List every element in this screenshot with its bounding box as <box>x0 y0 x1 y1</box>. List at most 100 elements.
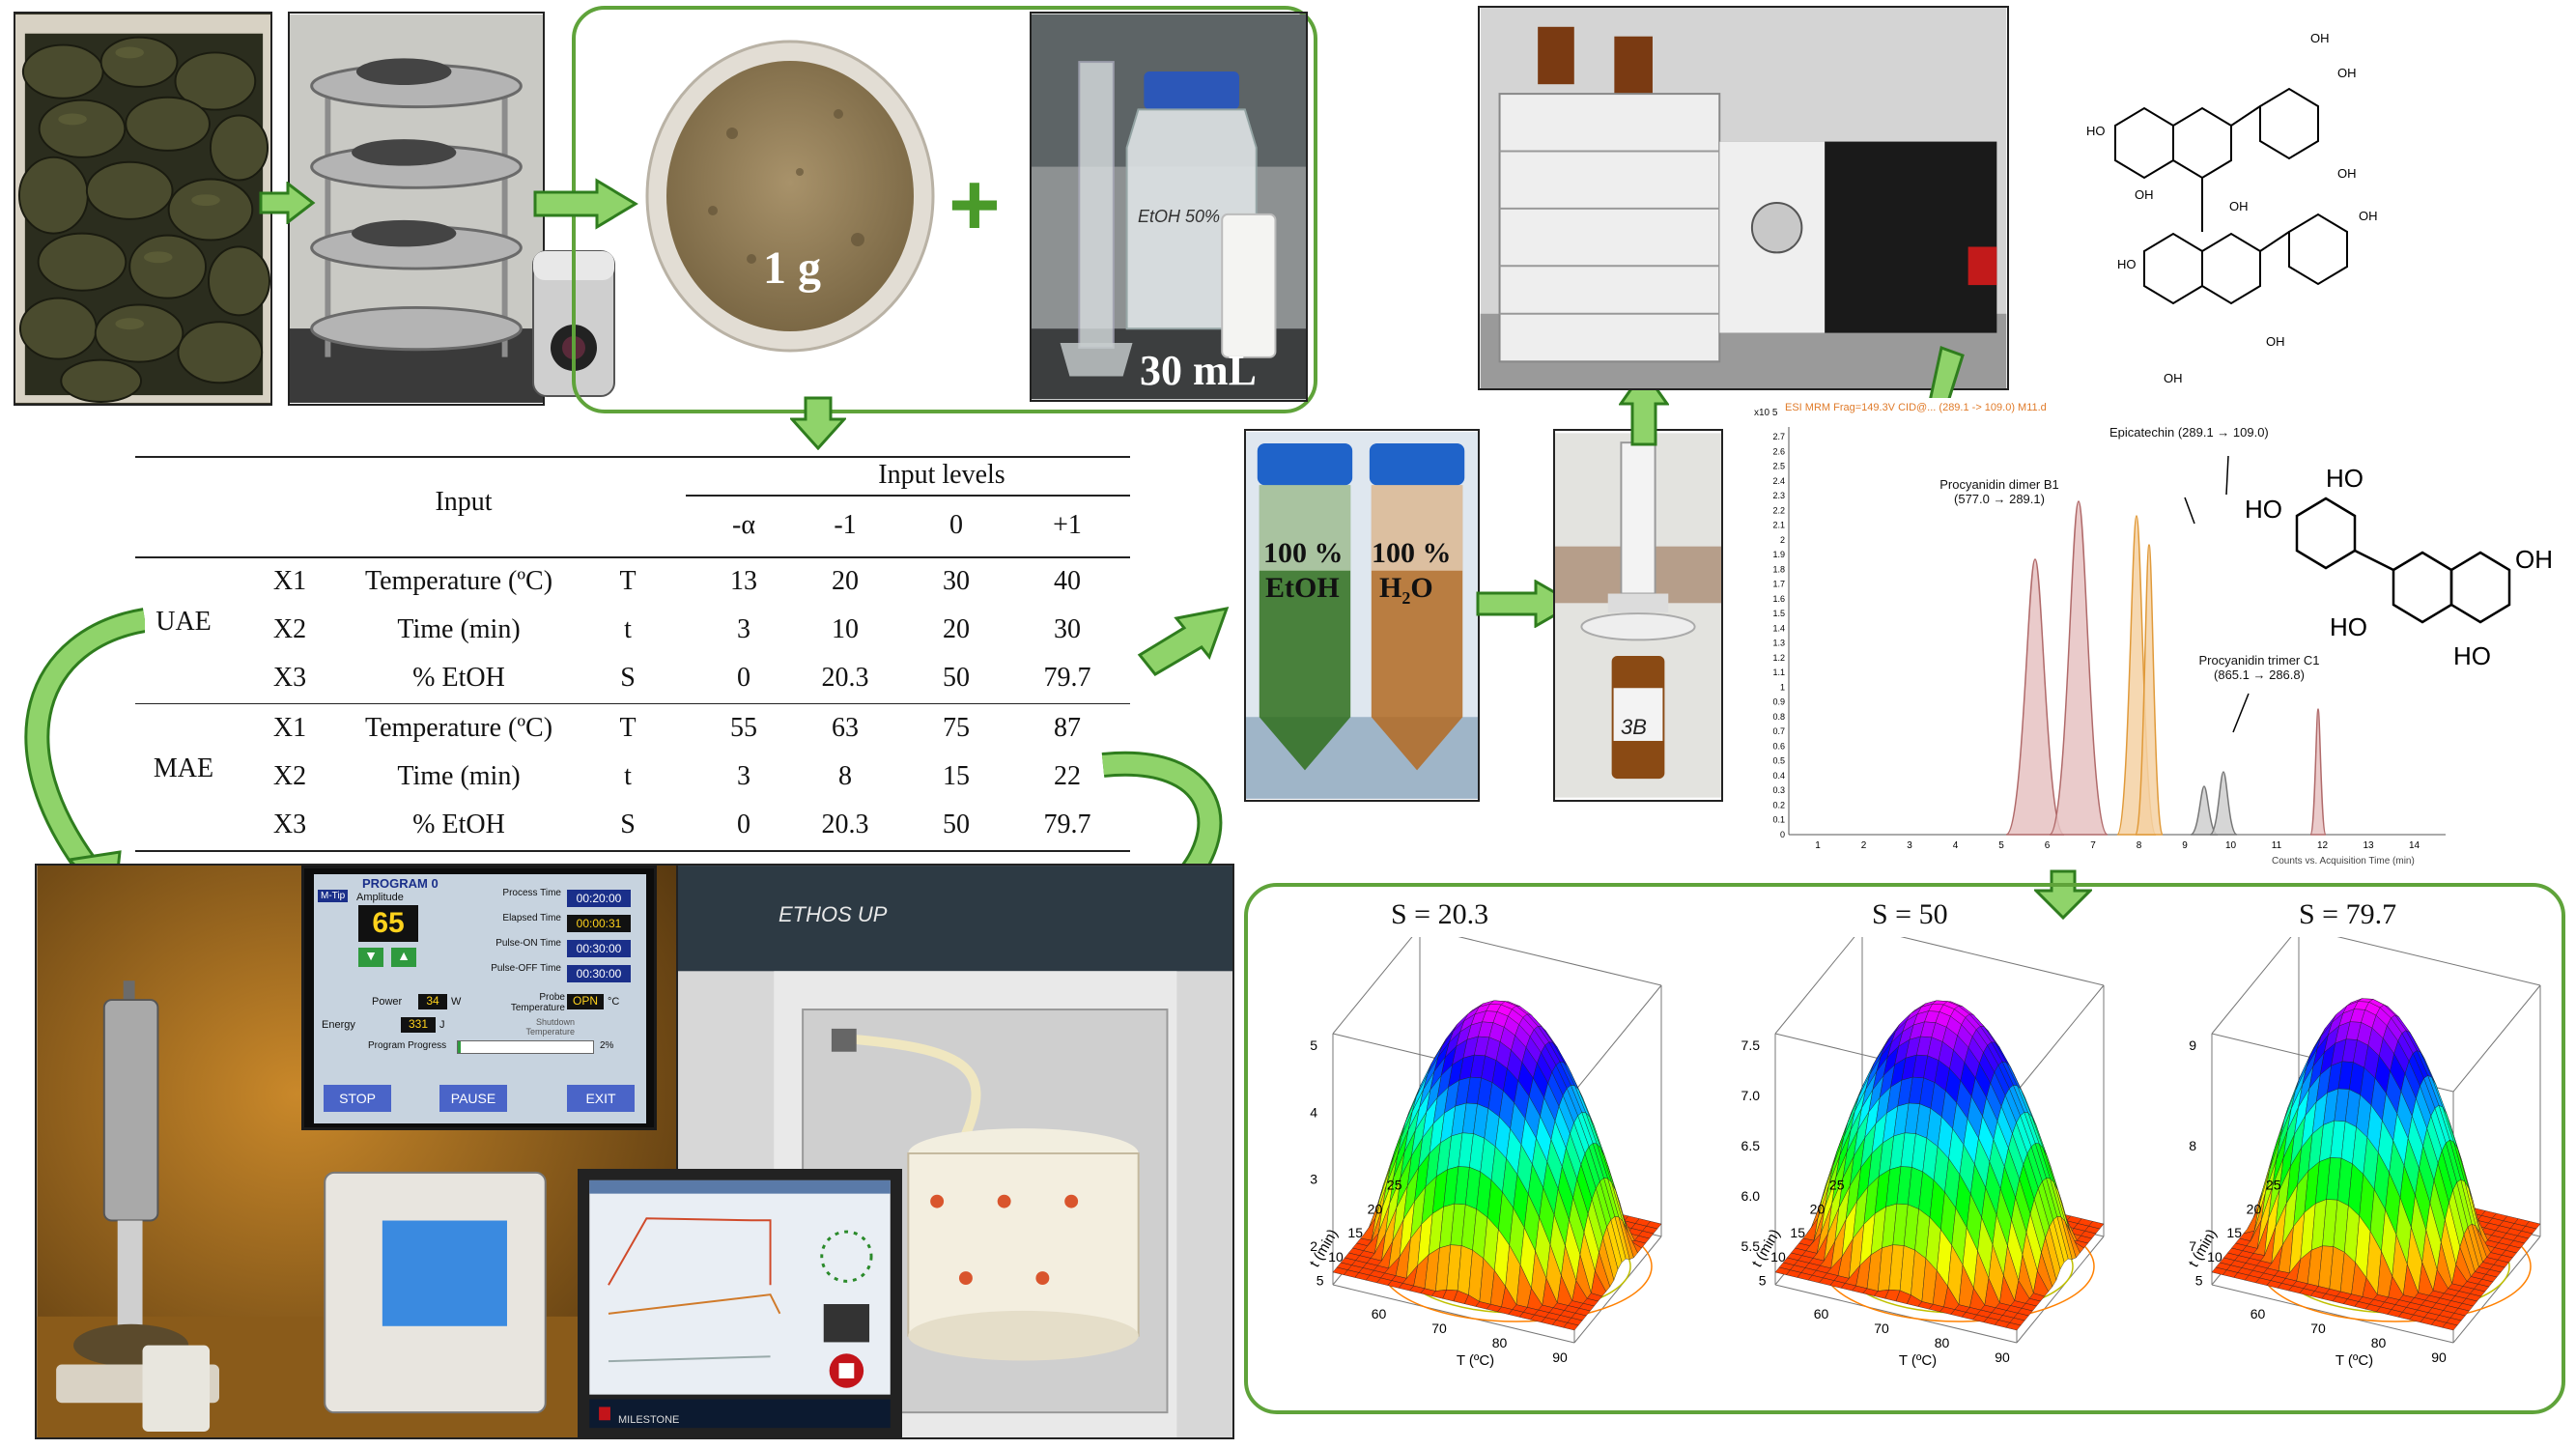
z-tick-label: 6.5 <box>1741 1138 1761 1153</box>
program-label: PROGRAM 0 <box>362 876 439 891</box>
hplc-illustration <box>1480 8 2007 388</box>
peak-epicatechin-b <box>2135 544 2164 836</box>
amplitude-display: 65 <box>358 905 418 942</box>
y-tick-label: 0.9 <box>1772 697 1785 707</box>
time-tick-label: 15 <box>1347 1225 1363 1240</box>
t-tick-label: 60 <box>1372 1306 1387 1321</box>
x-tick-label: 6 <box>2045 840 2051 851</box>
epicatechin-oh-label: HO <box>2326 464 2364 493</box>
x-tick-label: 5 <box>1998 840 2004 851</box>
dimer-oh-label: OH <box>2164 371 2183 385</box>
amplitude-label: Amplitude <box>356 892 404 903</box>
plot-box-edge <box>1774 1284 2018 1344</box>
symbol-cell: t <box>624 761 632 791</box>
t-tick-label: 80 <box>1935 1335 1950 1350</box>
t-axis-label: T (ºC) <box>1457 1352 1494 1369</box>
peak-b1-pointer <box>2184 497 2195 525</box>
table-top-rule <box>135 456 1130 458</box>
surface-title: S = 79.7 <box>2299 898 2397 930</box>
extracts-illustration <box>1246 432 1478 799</box>
plot-box-edge <box>1332 937 1413 1035</box>
t-tick-label: 90 <box>1995 1350 2010 1365</box>
y-tick-label: 2.1 <box>1772 521 1785 530</box>
dimer-oh-label: OH <box>2229 199 2249 213</box>
time-tick-label: 10 <box>1770 1249 1786 1264</box>
value-cell: 75 <box>943 713 970 743</box>
y-tick-label: 1.9 <box>1772 550 1785 559</box>
t-tick-label: 60 <box>2250 1306 2266 1321</box>
powder-illustration <box>645 40 935 353</box>
y-tick-label: 0.6 <box>1772 741 1785 751</box>
factor-cell: Temperature (ºC) <box>364 566 553 596</box>
pulse-on-value: 00:30:00 <box>567 940 631 957</box>
surface-facet <box>1563 1322 1579 1331</box>
y-tick-label: 0.8 <box>1772 712 1785 722</box>
bottle-label: EtOH 50% <box>1138 207 1221 226</box>
value-cell: 13 <box>730 566 757 596</box>
value-cell: 8 <box>838 761 852 791</box>
y-tick-label: 0.4 <box>1772 771 1785 781</box>
progress-bar <box>457 1040 594 1054</box>
dimer-oh-label: HO <box>2117 257 2137 271</box>
value-cell: 20.3 <box>821 810 869 839</box>
z-tick-label: 5 <box>1310 1037 1317 1053</box>
microwave-brand: ETHOS UP <box>778 902 888 926</box>
value-cell: 79.7 <box>1043 663 1091 693</box>
levels-header: Input levels <box>878 460 1005 490</box>
pulse-off-label: Pulse-OFF Time <box>491 963 561 974</box>
arrow-to-surfaces <box>2034 869 2092 920</box>
var-cell: X3 <box>272 810 307 839</box>
value-cell: 30 <box>943 566 970 596</box>
surface-title: S = 20.3 <box>1391 898 1489 930</box>
y-tick-label: 1.8 <box>1772 564 1785 574</box>
level-col-minus1: -1 <box>834 510 857 540</box>
plot-box-edge <box>1332 1284 1575 1344</box>
stop-button[interactable]: STOP <box>324 1085 391 1112</box>
powder-dish <box>645 37 935 365</box>
exit-button[interactable]: EXIT <box>567 1085 635 1112</box>
value-cell: 10 <box>832 614 859 644</box>
peak-c1-b <box>2209 771 2238 836</box>
freeze-dryer-photo <box>288 12 545 406</box>
value-cell: 55 <box>730 713 757 743</box>
table-row: X2 Time (min) t 3 10 20 30 <box>135 607 1130 655</box>
dimer-oh-label: OH <box>2135 187 2154 202</box>
table-row: X3 % EtOH S 0 20.3 50 79.7 <box>135 802 1130 850</box>
x-tick-label: 8 <box>2137 840 2142 851</box>
plus-sign: + <box>948 156 1001 254</box>
elapsed-value: 00:00:31 <box>567 915 631 932</box>
peak-label-epicatechin: Epicatechin (289.1 → 109.0) <box>2109 425 2269 440</box>
amplitude-down-button[interactable]: ▼ <box>358 948 383 967</box>
t-axis-label: T (ºC) <box>2335 1352 2373 1369</box>
time-tick-label: 10 <box>2207 1249 2222 1264</box>
t-tick-label: 70 <box>2310 1321 2326 1336</box>
x-tick-label: 3 <box>1907 840 1912 851</box>
chromatogram-header: ESI MRM Frag=149.3V CID@... (289.1 -> 10… <box>1785 402 2047 413</box>
plot-box-edge <box>1458 937 1662 986</box>
var-cell: X3 <box>272 663 307 693</box>
t-tick-label: 80 <box>2371 1335 2387 1350</box>
energy-value: 331 <box>401 1017 436 1033</box>
probe-temp-value: OPN <box>567 994 604 1009</box>
surface-plots-box <box>1244 883 2565 1414</box>
y-tick-label: 1.2 <box>1772 653 1785 663</box>
panel-screen: PROGRAM 0 M-Tip Amplitude 65 ▼ ▲ Process… <box>314 874 646 1123</box>
microwave-screen-footer: MILESTONE <box>618 1414 680 1426</box>
z-tick-label: 7.0 <box>1741 1088 1761 1103</box>
avocado-illustration <box>15 14 270 403</box>
power-label: Power <box>372 996 403 1008</box>
table-row: X1 Temperature (ºC) T 55 63 75 87 <box>135 705 1130 753</box>
hplc-ms-photo <box>1478 6 2009 390</box>
table-bottom-rule <box>135 850 1130 852</box>
amplitude-up-button[interactable]: ▲ <box>391 948 416 967</box>
y-tick-label: 0.5 <box>1772 756 1785 766</box>
surface-facet <box>2442 1322 2458 1331</box>
symbol-cell: t <box>624 614 632 644</box>
y-tick-label: 0 <box>1780 830 1785 839</box>
factor-cell: % EtOH <box>412 663 505 693</box>
pause-button[interactable]: PAUSE <box>439 1085 507 1112</box>
avocado-photo <box>14 12 272 406</box>
